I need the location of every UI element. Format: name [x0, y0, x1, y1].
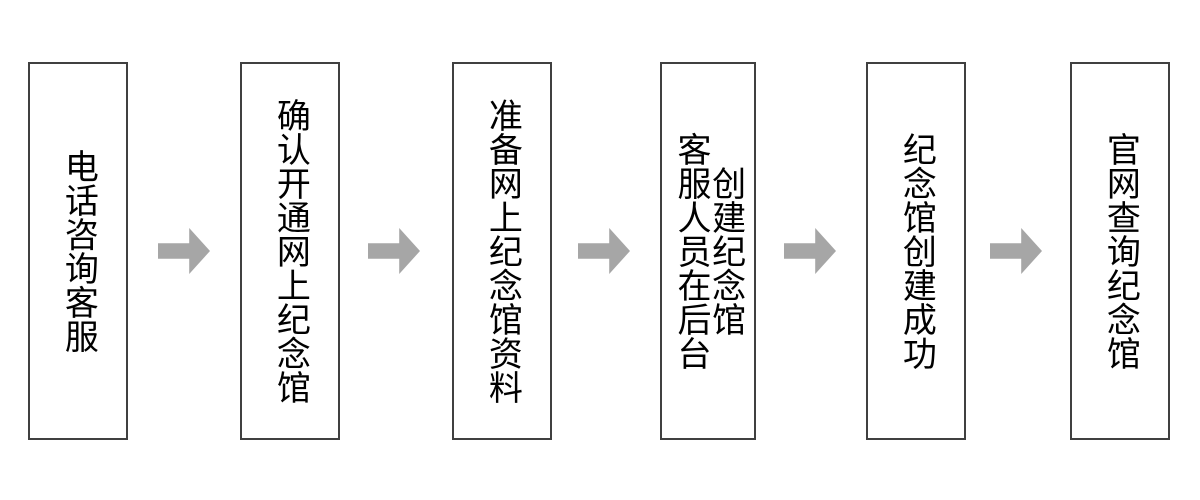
process-node-6[interactable]: 官网查询纪念馆: [1070, 62, 1170, 440]
flow-arrow-right-icon: [158, 228, 210, 274]
process-node-2-text-column-1: 确认开通网上纪念馆: [270, 98, 311, 404]
process-node-4-text-column-1: 客服人员在后台: [671, 132, 711, 370]
process-node-5[interactable]: 纪念馆创建成功: [866, 62, 966, 440]
process-node-1-text-column-1: 电话咨询客服: [58, 149, 99, 353]
process-node-1[interactable]: 电话咨询客服: [28, 62, 128, 440]
process-node-4-text-column-2: 创建纪念馆: [705, 166, 746, 336]
flow-arrow-right-icon: [784, 228, 836, 274]
process-node-6-text-column-1: 官网查询纪念馆: [1100, 132, 1141, 370]
process-node-3-text-column-1: 准备网上纪念馆资料: [482, 98, 523, 404]
process-node-4[interactable]: 客服人员在后台创建纪念馆: [660, 62, 756, 440]
flow-arrow-right-icon: [990, 228, 1042, 274]
process-node-2[interactable]: 确认开通网上纪念馆: [240, 62, 340, 440]
process-node-3[interactable]: 准备网上纪念馆资料: [452, 62, 552, 440]
process-node-5-text-column-1: 纪念馆创建成功: [896, 132, 937, 370]
flow-arrow-right-icon: [368, 228, 420, 274]
flow-arrow-right-icon: [578, 228, 630, 274]
